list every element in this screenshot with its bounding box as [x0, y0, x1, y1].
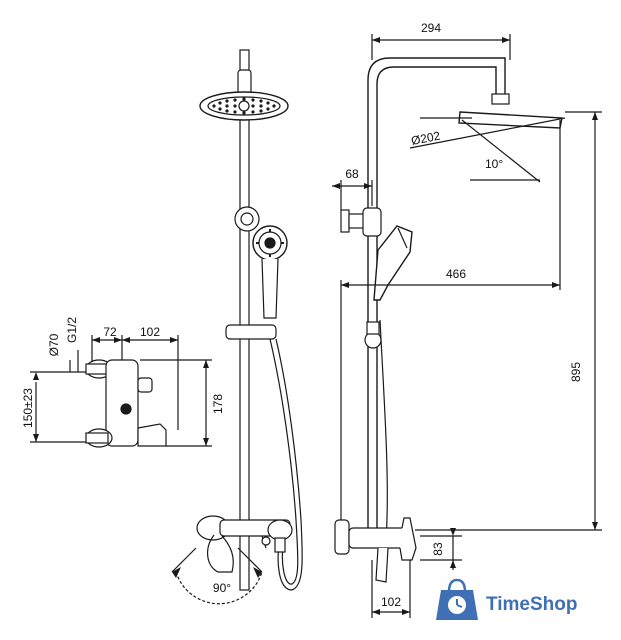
dim-10-degree: 10° [485, 157, 503, 171]
logo-text: TimeShop [486, 594, 578, 615]
timeshop-logo: TimeShop [436, 578, 578, 620]
shopping-bag-clock-icon [436, 578, 478, 620]
slider-front [225, 324, 277, 340]
dim-90-degree: 90° [213, 581, 231, 595]
dim-294: 294 [421, 21, 441, 35]
front-view [171, 49, 303, 605]
mixer-side [334, 517, 417, 583]
dim-102-bottom: 102 [381, 595, 401, 609]
dim-72: 72 [103, 325, 117, 339]
dim-70-diameter: Ø70 [47, 333, 61, 356]
dim-68: 68 [345, 167, 359, 181]
head-shower-front [199, 91, 289, 121]
dim-83: 83 [431, 542, 445, 556]
hose-front [269, 338, 299, 585]
dim-895: 895 [569, 362, 583, 382]
rotation-arc [175, 571, 263, 605]
mixer-detail [30, 335, 212, 448]
wall-bracket-side [362, 207, 382, 237]
dim-102-mixer: 102 [140, 325, 160, 339]
dimension-arrowheads [33, 37, 598, 615]
hand-shower-front [252, 225, 288, 319]
dim-g-half: G1/2 [65, 317, 79, 343]
dim-466: 466 [446, 267, 466, 281]
shower-rail [239, 49, 250, 591]
head-shower-side [458, 93, 563, 129]
mixer-front [196, 515, 293, 573]
side-view [332, 34, 602, 618]
hand-shower-side [373, 225, 413, 301]
dim-178: 178 [211, 394, 225, 414]
dim-202: Ø202 [410, 129, 442, 148]
dim-150: 150±23 [21, 388, 35, 428]
